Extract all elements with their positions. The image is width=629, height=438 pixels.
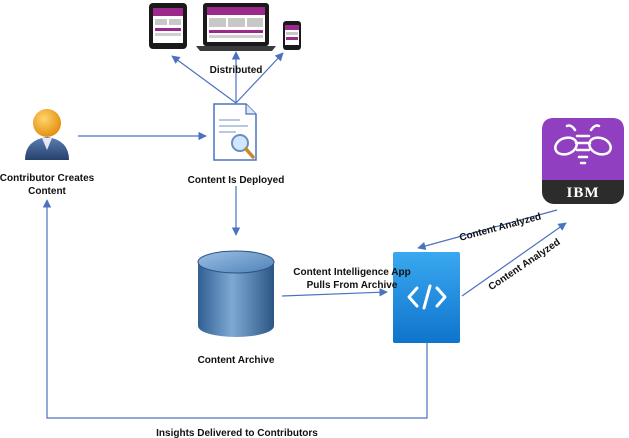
code-app-icon — [393, 252, 460, 343]
phone-icon — [283, 21, 301, 50]
label-insights-delivered: Insights Delivered to Contributors — [156, 428, 318, 438]
label-content-archive: Content Archive — [198, 355, 275, 366]
label-content-analyzed-upper: Content Analyzed — [458, 211, 542, 243]
label-contributor-line2: Content — [28, 186, 66, 197]
label-pulls-line1: Content Intelligence App — [293, 267, 410, 278]
label-contributor-line1: Contributor Creates — [0, 173, 95, 184]
arrow-archive-to-app — [281, 288, 388, 297]
database-icon — [197, 250, 275, 337]
label-content-analyzed-lower: Content Analyzed — [487, 237, 563, 293]
laptop-icon — [196, 3, 276, 51]
document-search-icon — [213, 103, 257, 161]
label-content-deployed: Content Is Deployed — [188, 175, 285, 186]
arrow-app-to-watson — [461, 222, 567, 297]
ibm-watson-bee-icon: IBM — [542, 118, 624, 204]
person-icon — [25, 109, 69, 160]
connectors — [42, 51, 567, 419]
arrow-watson-to-app — [417, 209, 558, 251]
arrow-to-tablet — [171, 55, 237, 104]
tablet-icon — [149, 3, 187, 49]
label-pulls-line2: Pulls From Archive — [307, 280, 398, 291]
arrow-to-phone — [235, 52, 284, 104]
ibm-logo-text: IBM — [567, 185, 600, 201]
arrow-insights-to-contributor — [42, 199, 428, 419]
label-distributed: Distributed — [210, 65, 263, 76]
